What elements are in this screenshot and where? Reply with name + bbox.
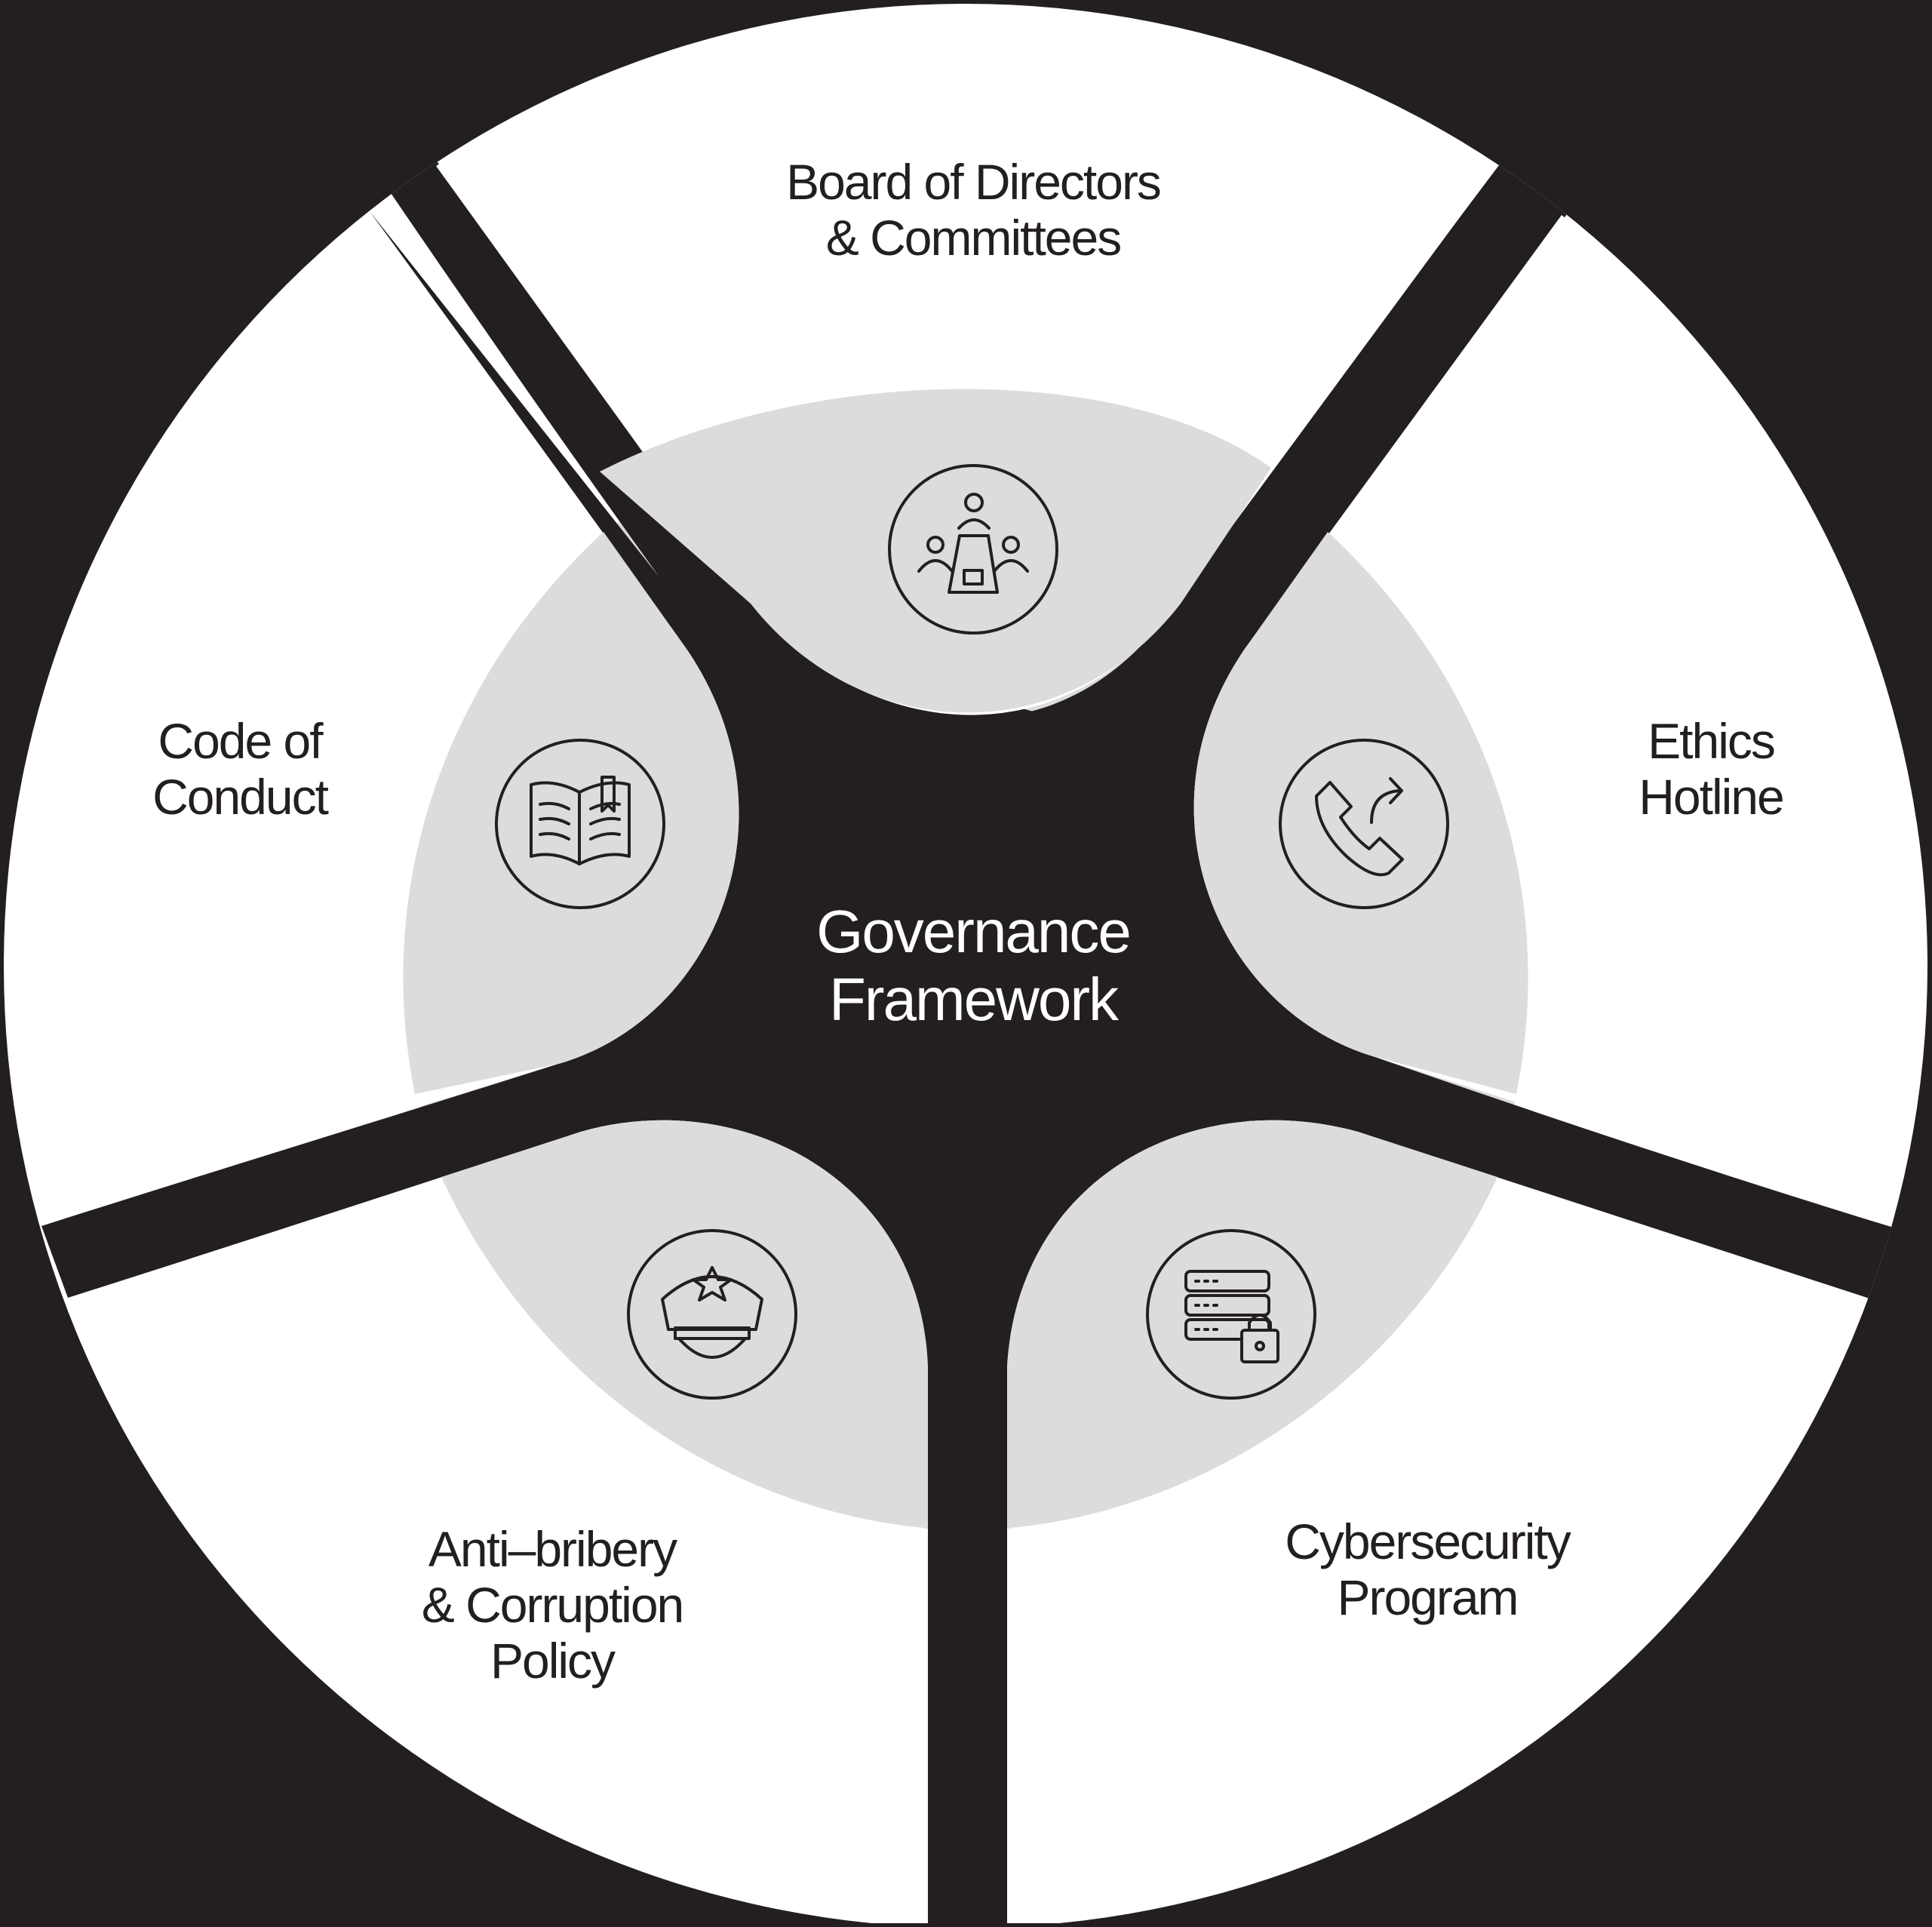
label-ethics: Ethics Hotline [1639, 713, 1784, 825]
segment-left-gray [403, 532, 739, 1094]
label-anti-bribery-line-2: & Corruption [421, 1577, 685, 1633]
segment-bottom-left-gray [441, 1120, 924, 1528]
label-board: Board of Directors & Committees [786, 154, 1162, 266]
label-code-line-2: Conduct [152, 769, 329, 825]
center-title-line-2: Framework [828, 966, 1119, 1033]
segment-right-gray [1193, 532, 1528, 1094]
label-board-line-1: Board of Directors [786, 154, 1162, 210]
label-cyber-line-1: Cybersecurity [1285, 1514, 1571, 1569]
boardroom-meeting-icon [888, 464, 1058, 635]
label-anti-bribery: Anti–bribery & Corruption Policy [421, 1521, 685, 1689]
police-cap-icon [627, 1229, 797, 1400]
center-title-line-1: Governance [816, 898, 1132, 965]
label-cyber: Cybersecurity Program [1285, 1514, 1571, 1625]
label-anti-bribery-line-1: Anti–bribery [428, 1521, 677, 1577]
label-ethics-line-1: Ethics [1648, 713, 1776, 769]
open-book-icon [495, 739, 665, 909]
label-code-line-1: Code of [158, 713, 323, 769]
segment-top-white [436, 30, 1497, 715]
label-cyber-line-2: Program [1337, 1569, 1519, 1625]
label-ethics-line-2: Hotline [1639, 769, 1784, 825]
label-board-line-2: & Committees [825, 210, 1122, 266]
center-title: Governance Framework [816, 898, 1132, 1034]
label-code: Code of Conduct [152, 713, 329, 825]
server-lock-icon [1146, 1229, 1316, 1400]
label-anti-bribery-line-3: Policy [490, 1633, 616, 1689]
segment-bottom-right-gray [1011, 1120, 1497, 1528]
hub-core [741, 702, 1193, 1154]
phone-forward-icon [1279, 739, 1449, 909]
